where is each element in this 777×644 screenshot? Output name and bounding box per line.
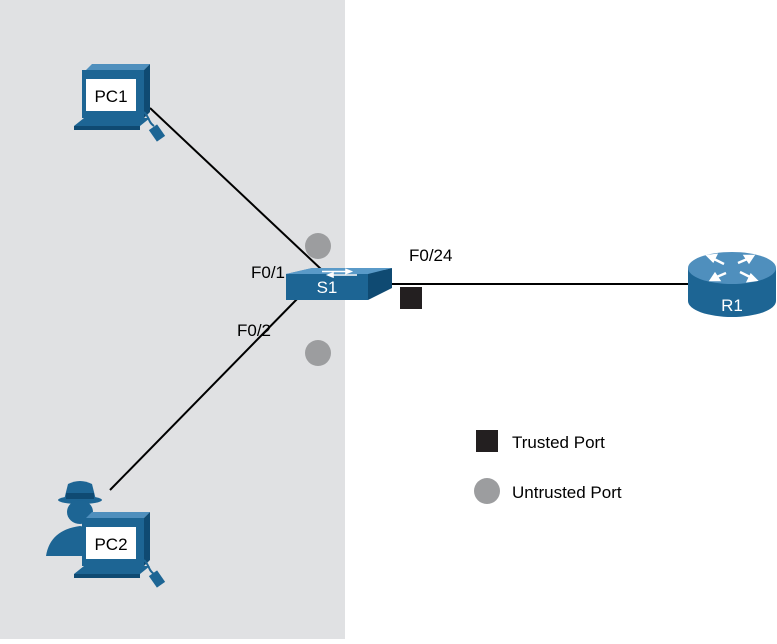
port-f0-1-untrusted-marker <box>305 233 331 259</box>
untrusted-zone <box>0 0 345 639</box>
legend: Trusted Port Untrusted Port <box>474 430 622 504</box>
router-icon <box>688 252 776 317</box>
legend-trusted-label: Trusted Port <box>512 433 605 452</box>
switch-icon <box>286 268 392 300</box>
router-r1[interactable]: R1 <box>688 252 776 317</box>
pc1-label: PC1 <box>94 87 127 106</box>
router-label: R1 <box>721 296 743 315</box>
port-f0-2-label: F0/2 <box>237 321 271 340</box>
pc1[interactable]: PC1 <box>74 64 166 142</box>
link-s1-pc2 <box>109 295 301 491</box>
legend-trusted-marker <box>476 430 498 452</box>
link-pc1-s1 <box>149 107 323 271</box>
port-f0-1-label: F0/1 <box>251 263 285 282</box>
pc2-label: PC2 <box>94 535 127 554</box>
port-f0-2-untrusted-marker <box>305 340 331 366</box>
workstation-icon <box>74 64 166 142</box>
legend-untrusted-label: Untrusted Port <box>512 483 622 502</box>
workstation-icon <box>74 512 166 588</box>
links <box>109 107 690 491</box>
switch-label: S1 <box>317 278 338 297</box>
switch-s1[interactable]: S1 <box>286 268 392 300</box>
port-f0-24-trusted-marker <box>400 287 422 309</box>
legend-untrusted-marker <box>474 478 500 504</box>
pc2[interactable]: PC2 <box>46 481 166 588</box>
port-f0-24-label: F0/24 <box>409 246 452 265</box>
